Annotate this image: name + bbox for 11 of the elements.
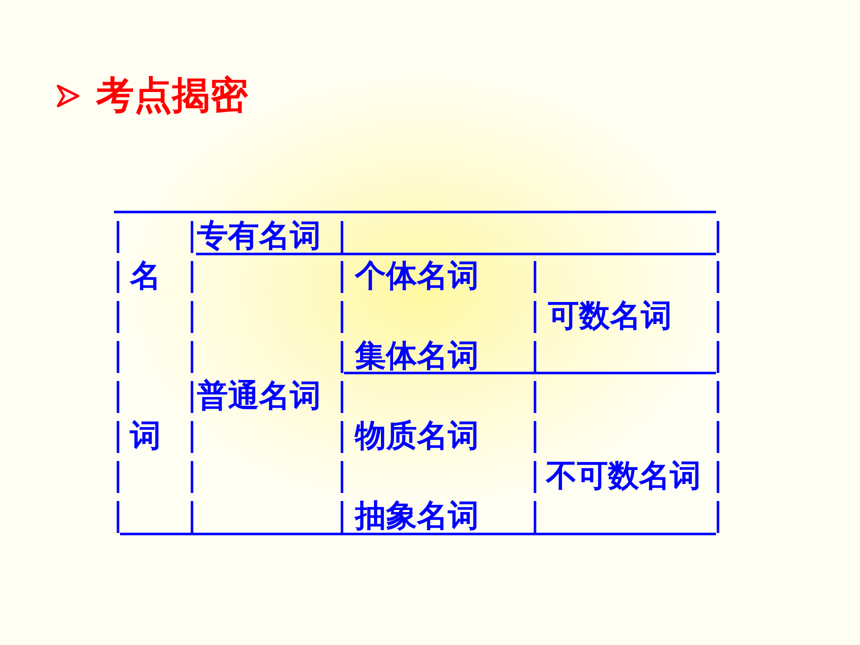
table-cell-text: 专有名词 <box>197 218 321 254</box>
table-cell-text: 抽象名词 <box>355 498 479 534</box>
table-cell-text: 普通名词 <box>197 378 321 414</box>
table-cell-text: 名 <box>130 258 161 294</box>
table-cell-text: 个体名词 <box>355 258 479 294</box>
table-cell-text: 集体名词 <box>355 338 479 374</box>
table-cell-text: 词 <box>130 418 161 454</box>
table-cell-text: 可数名词 <box>548 298 672 334</box>
table-cell-text: 不可数名词 <box>546 458 701 494</box>
title: 考点揭密 <box>96 72 248 118</box>
table-cell-text: 物质名词 <box>355 418 479 454</box>
